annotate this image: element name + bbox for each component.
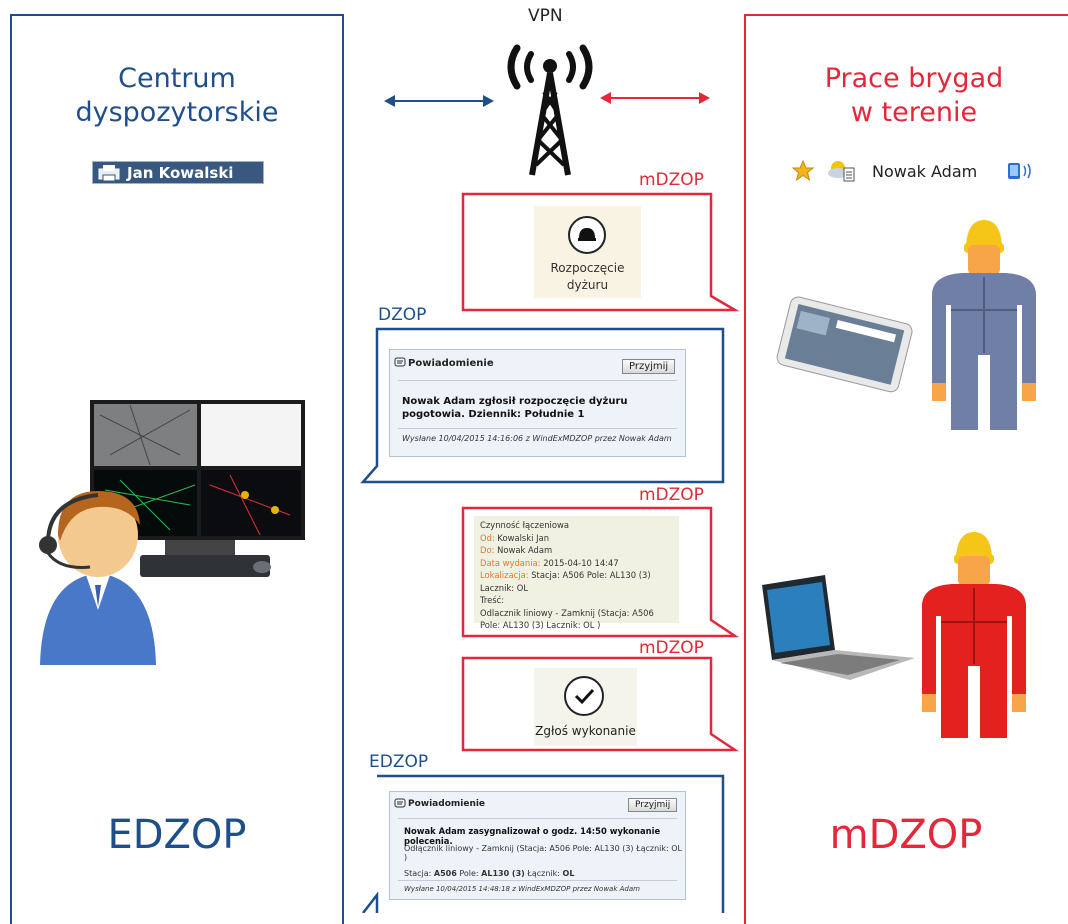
notification-footer: Wysłane 10/04/2015 14:48:18 z WindExMDZO… <box>404 885 640 893</box>
content-value: Odlacznik liniowy - Zamknij (Stacja: A50… <box>480 607 654 631</box>
dispatcher-workstation-illustration <box>39 400 305 665</box>
right-panel-frame <box>744 14 1068 924</box>
to-value: Nowak Adam <box>497 545 553 555</box>
report-completion-button[interactable]: Zgłoś wykonanie <box>534 668 637 746</box>
accept-button[interactable]: Przyjmij <box>628 798 678 812</box>
message-icon <box>394 357 406 367</box>
notification-station-line: Stacja: A506 Pole: AL130 (3) Łącznik: OL <box>404 869 575 878</box>
notification-body-bold: Nowak Adam zasygnalizował o godz. 14:50 … <box>404 826 661 846</box>
notification-body: Odłącznik liniowy - Zamknij (Stacja: A50… <box>404 844 682 862</box>
left-panel-title: Centrum dyspozytorskie <box>75 63 279 128</box>
left-panel-frame <box>10 14 344 924</box>
right-system-name: mDZOP <box>829 812 983 858</box>
notification-card-2: Powiadomienie Przyjmij Nowak Adam zasygn… <box>389 791 686 900</box>
check-circle-icon <box>564 676 604 716</box>
from-label: Od: <box>480 532 495 543</box>
message-icon <box>394 798 406 808</box>
callout-label-mdzop-2: mDZOP <box>639 485 704 505</box>
callout-label-edzop: EDZOP <box>369 752 429 772</box>
mobile-signal-icon <box>1008 163 1031 179</box>
weather-note-icon <box>828 161 855 182</box>
helmet-circle-icon <box>568 216 606 254</box>
to-label: Do: <box>480 545 495 555</box>
content-label: Treść: <box>480 595 505 605</box>
notification-footer: Wysłane 10/04/2015 14:16:06 z WindExMDZO… <box>402 434 672 443</box>
left-system-name: EDZOP <box>107 812 247 858</box>
location-value: Stacja: A506 Pole: AL130 (3) Lacznik: OL <box>480 570 651 593</box>
accept-button[interactable]: Przyjmij <box>622 359 676 374</box>
notification-body: Nowak Adam zgłosił rozpoczęcie dyżuru po… <box>402 396 628 420</box>
start-duty-label: Rozpoczęcie dyżuru <box>550 261 625 292</box>
callout-label-mdzop-3: mDZOP <box>639 638 704 658</box>
date-value: 2015-04-10 14:47 <box>543 557 619 568</box>
printer-icon <box>98 165 120 182</box>
switching-title: Czynność łączeniowa <box>480 520 569 530</box>
date-label: Data wydania: <box>480 557 541 568</box>
field-worker-2-illustration <box>762 532 1026 738</box>
switching-operation-card: Czynność łączeniowa Od: Kowalski Jan Do:… <box>474 516 679 630</box>
left-bidirectional-arrow <box>384 95 494 107</box>
antenna-tower-icon <box>507 44 593 176</box>
report-completion-label: Zgłoś wykonanie <box>535 724 636 738</box>
field-user-name: Nowak Adam <box>872 162 978 181</box>
dispatcher-user-badge: Jan Kowalski <box>92 161 264 184</box>
location-label: Lokalizacja: <box>480 570 529 580</box>
from-value: Kowalski Jan <box>497 532 550 543</box>
notification-header: Powiadomienie <box>408 358 494 369</box>
notification-card-1: Powiadomienie Przyjmij Nowak Adam zgłosi… <box>389 349 686 457</box>
user-name: Jan Kowalski <box>127 164 234 182</box>
right-panel-title: Prace brygad w terenie <box>824 63 1004 128</box>
field-worker-1-illustration <box>776 220 1036 430</box>
start-duty-button[interactable]: Rozpoczęcie dyżuru <box>534 206 641 298</box>
star-icon <box>792 160 814 182</box>
callout-label-mdzop-1: mDZOP <box>639 170 704 190</box>
right-bidirectional-arrow <box>600 92 710 104</box>
notification-header: Powiadomienie <box>408 799 486 809</box>
vpn-label: VPN <box>528 6 563 26</box>
callout-label-dzop: DZOP <box>378 305 427 325</box>
